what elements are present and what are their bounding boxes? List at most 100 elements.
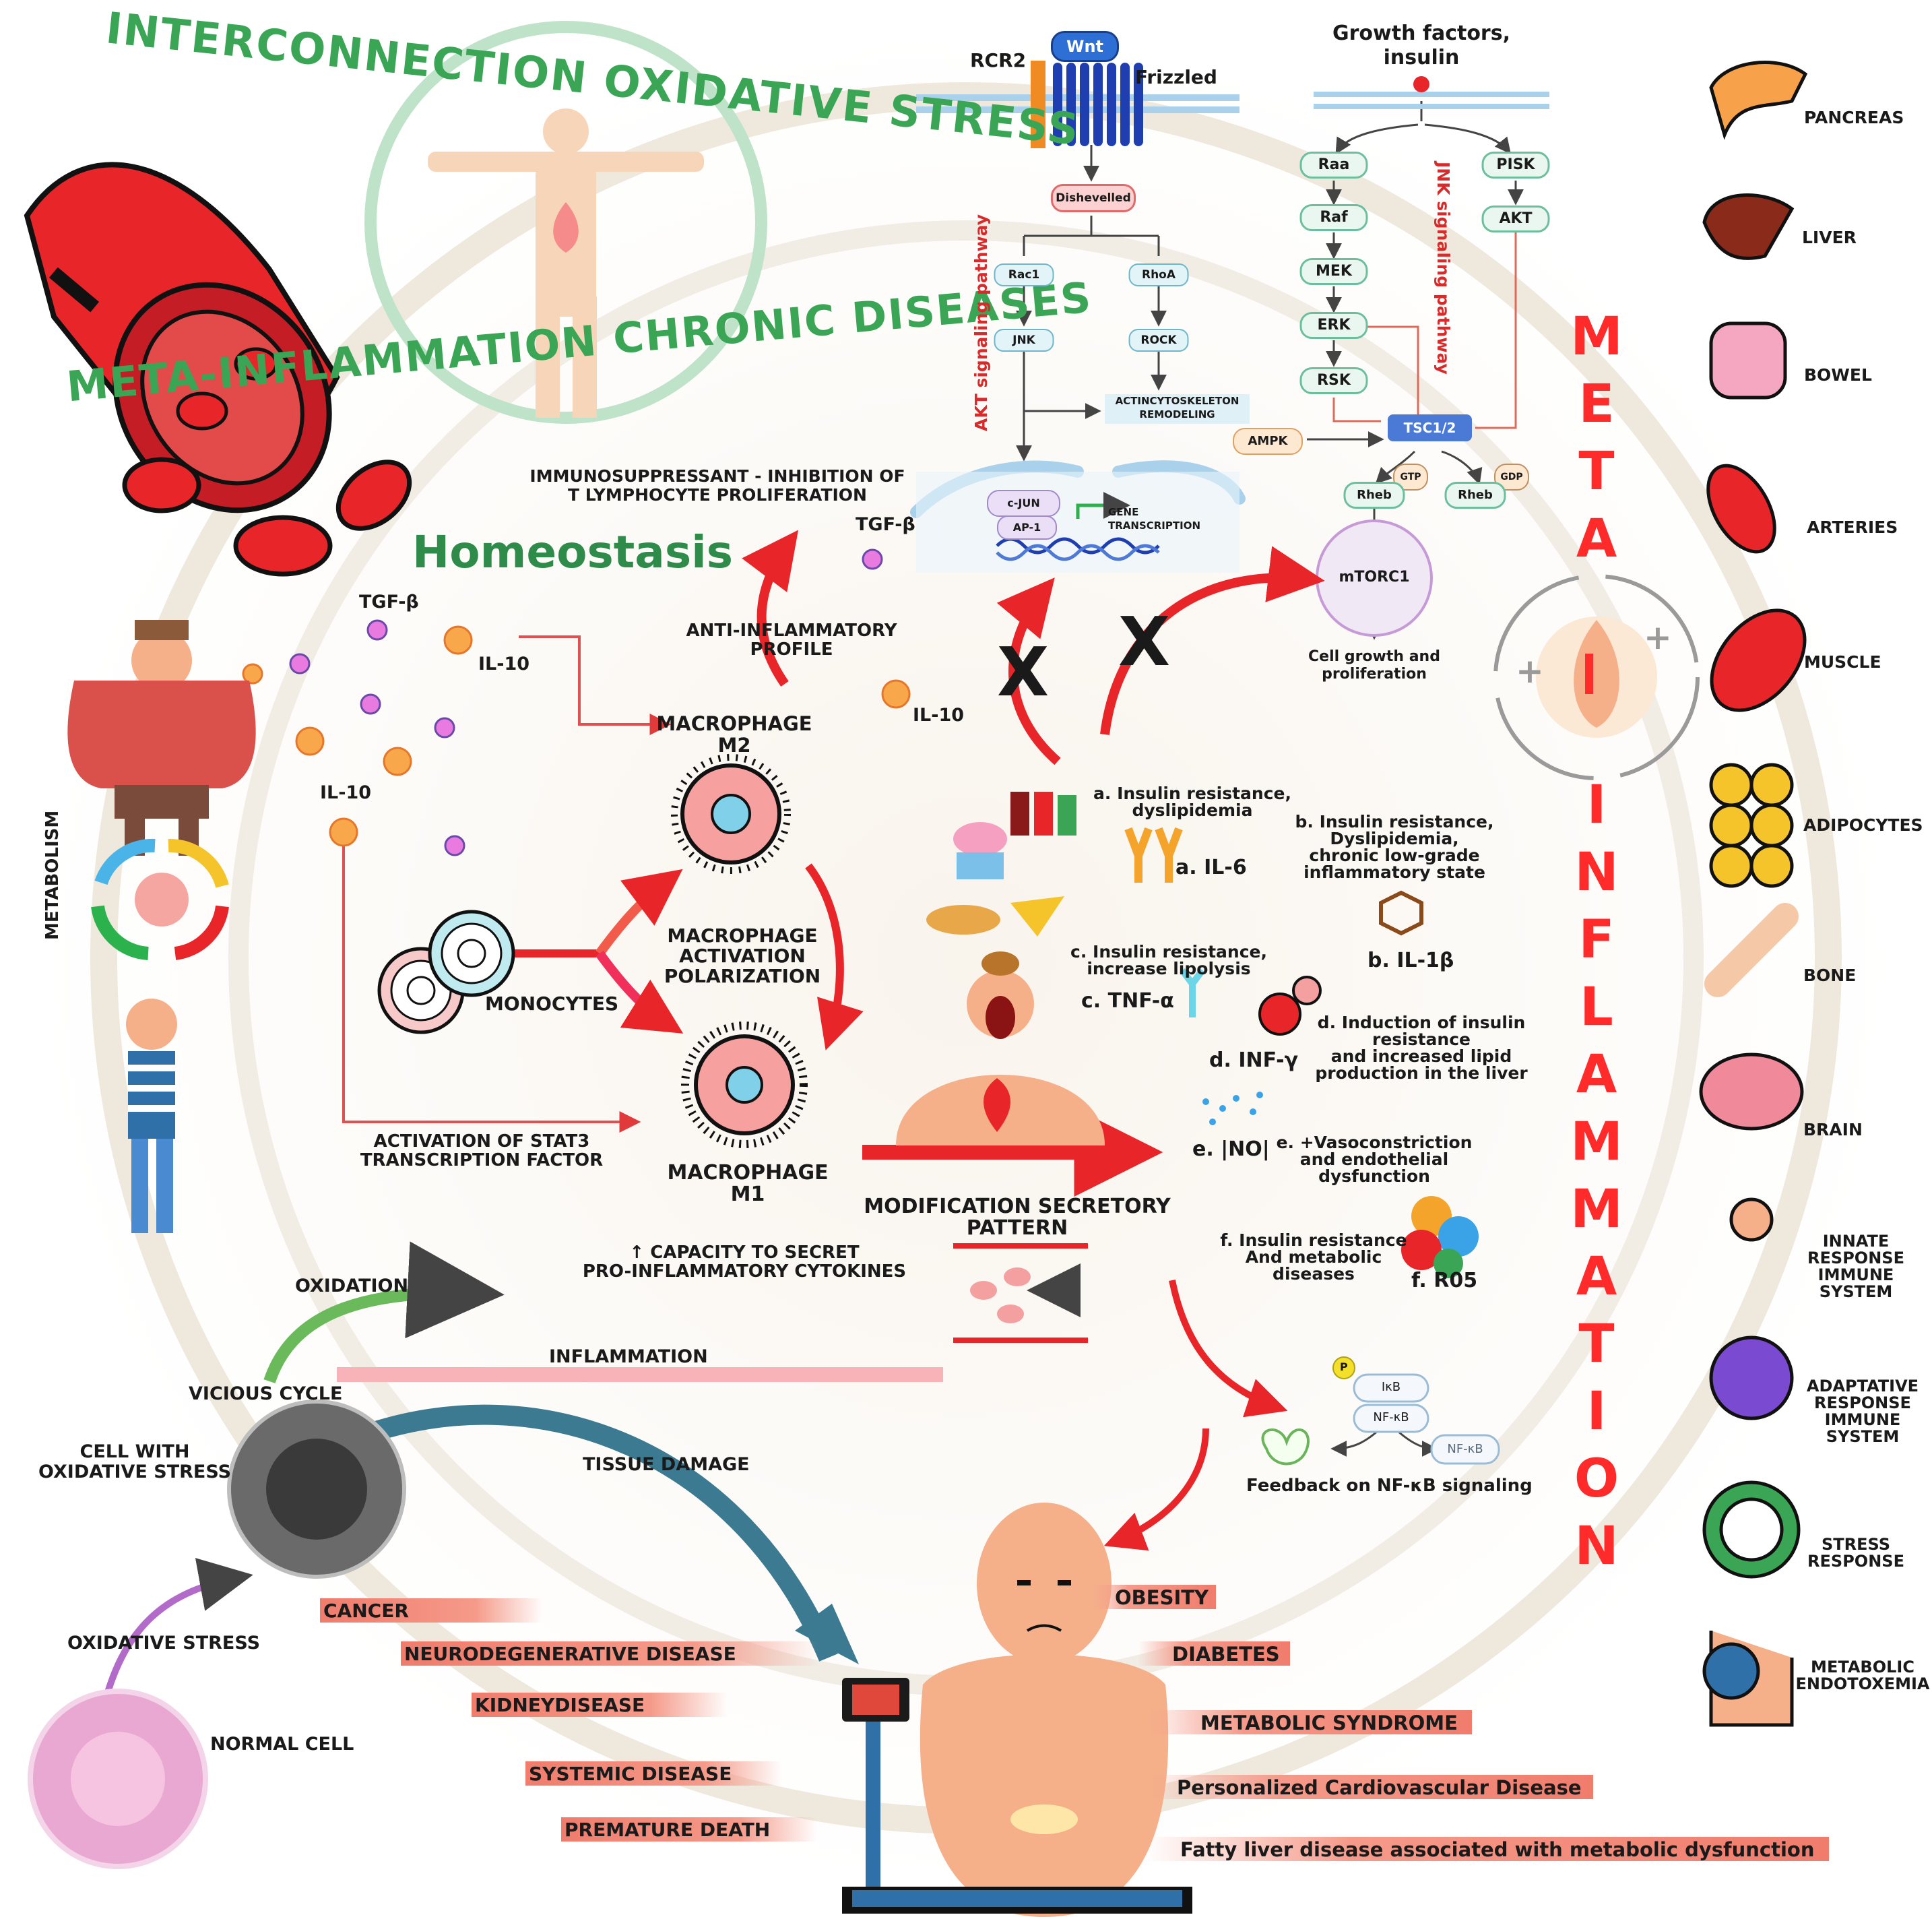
jnk-signaling-label: JNK signaling pathway bbox=[1434, 162, 1453, 375]
meta-divider bbox=[1585, 654, 1593, 694]
nfkb-complex-label: NF-κB bbox=[1373, 1410, 1409, 1424]
inflam-letter-n: N bbox=[1574, 842, 1619, 903]
organ-icons bbox=[1699, 61, 1808, 1727]
disease-premature-highlight bbox=[561, 1817, 817, 1842]
f-title-line3: diseases bbox=[1273, 1264, 1355, 1284]
meta-letter-t: T bbox=[1578, 441, 1615, 502]
raf-node: Raf bbox=[1299, 204, 1368, 231]
akt-node: AKT bbox=[1481, 206, 1550, 232]
stat3-label: ACTIVATION OF STAT3 TRANSCRIPTION FACTOR bbox=[360, 1132, 603, 1170]
il1b-label: b. IL-1β bbox=[1367, 949, 1454, 972]
innate-line1: INNATE bbox=[1822, 1232, 1890, 1251]
macrophage-activation-line2: ACTIVATION bbox=[679, 945, 806, 967]
rhoa-node: RhoA bbox=[1128, 263, 1189, 286]
macrophage-m2-label: MACROPHAGE M2 bbox=[656, 713, 812, 756]
immunosuppressant-line1: IMMUNOSUPPRESSANT - INHIBITION OF bbox=[529, 466, 905, 486]
capacity-secret-label: ↑ CAPACITY TO SECRET PRO-INFLAMMATORY CY… bbox=[583, 1243, 906, 1281]
food-icons bbox=[926, 792, 1076, 976]
raa-node: Raa bbox=[1299, 152, 1368, 179]
a-title-line2: dyslipidemia bbox=[1132, 800, 1253, 820]
disease-metabolic-syndrome: METABOLIC SYNDROME bbox=[1200, 1711, 1458, 1734]
stat3-line1: ACTIVATION OF STAT3 bbox=[373, 1131, 590, 1152]
meta-letter-a: A bbox=[1576, 509, 1617, 569]
disease-neuro-highlight bbox=[401, 1641, 818, 1666]
organ-liver-label: LIVER bbox=[1802, 228, 1857, 247]
inflam-letter-m1: M bbox=[1570, 1112, 1623, 1172]
thin-man-left bbox=[126, 999, 177, 1233]
inflam-letter-a: A bbox=[1576, 1044, 1617, 1105]
normal-cell-label: NORMAL CELL bbox=[210, 1734, 354, 1755]
macrophage-m2-line1: MACROPHAGE bbox=[656, 712, 812, 735]
wnt-ligand: Wnt bbox=[1051, 31, 1119, 62]
mtor-arrows bbox=[1307, 76, 1549, 640]
il10-label-3: IL-10 bbox=[913, 705, 965, 726]
ap1-node: AP-1 bbox=[997, 515, 1057, 540]
tgf-beta-label-left: TGF-β bbox=[359, 592, 419, 612]
frizzled-label: Frizzled bbox=[1135, 66, 1217, 88]
modification-line1: MODIFICATION SECRETORY bbox=[864, 1195, 1171, 1218]
macrophage-activation-line3: POLARIZATION bbox=[664, 965, 821, 987]
nfkb-free-label: NF-κB bbox=[1447, 1442, 1483, 1456]
d-title-line2: resistance bbox=[1372, 1030, 1471, 1049]
organ-muscle-label: MUSCLE bbox=[1804, 652, 1881, 672]
macrophage-m1-cell bbox=[681, 1022, 808, 1148]
erk-node: ERK bbox=[1299, 312, 1368, 339]
actin-label-2: REMODELING bbox=[1139, 408, 1215, 420]
inflam-letter-t: T bbox=[1578, 1314, 1615, 1375]
disease-metabolic-highlight bbox=[1145, 1710, 1472, 1734]
inhibition-x-1: X bbox=[997, 633, 1050, 712]
tgf-molecules bbox=[289, 548, 883, 856]
organ-arteries-label: ARTERIES bbox=[1807, 517, 1898, 537]
disease-systemic: SYSTEMIC DISEASE bbox=[529, 1763, 732, 1785]
il10-label-2: IL-10 bbox=[320, 782, 372, 803]
immunosuppressant-label: IMMUNOSUPPRESSANT - INHIBITION OF T LYMP… bbox=[529, 467, 905, 505]
b-title-line2: Dyslipidemia, bbox=[1330, 829, 1459, 848]
inflam-letter-l: L bbox=[1580, 977, 1613, 1038]
rac1-node: Rac1 bbox=[994, 263, 1054, 286]
actin-cytoskeleton-box: ACTINCYTOSKELETON REMODELING bbox=[1105, 394, 1250, 424]
capacity-line2: PRO-INFLAMMATORY CYTOKINES bbox=[582, 1261, 907, 1282]
f-title-line1: f. Insulin resistance bbox=[1220, 1230, 1407, 1250]
wnt-membrane bbox=[910, 61, 1246, 573]
d-title-line1: d. Induction of insulin bbox=[1317, 1013, 1526, 1032]
p-label: P bbox=[1340, 1360, 1348, 1373]
cytokine-molecules bbox=[242, 625, 911, 847]
anti-inflammatory-label: ANTI-INFLAMMATORY PROFILE bbox=[686, 621, 897, 659]
disease-diabetes-highlight bbox=[1138, 1641, 1290, 1666]
innate-line3: IMMUNE bbox=[1817, 1265, 1894, 1284]
metaflammation-cycle bbox=[1493, 574, 1700, 780]
cell-growth-line2: proliferation bbox=[1322, 666, 1427, 683]
obese-man-left bbox=[67, 620, 256, 856]
inflammation-label: INFLAMMATION bbox=[549, 1346, 708, 1367]
cytokine-e-description: e. +Vasoconstriction and endothelial dys… bbox=[1277, 1134, 1473, 1185]
organ-brain-label: BRAIN bbox=[1803, 1120, 1863, 1139]
innate-line4: SYSTEM bbox=[1819, 1282, 1893, 1301]
actin-label: ACTINCYTOSKELETON bbox=[1115, 395, 1239, 407]
disease-cardio-highlight bbox=[1145, 1775, 1593, 1799]
stat3-line2: TRANSCRIPTION FACTOR bbox=[360, 1150, 604, 1170]
cell-growth-line1: Cell growth and bbox=[1308, 648, 1440, 665]
obese-person-illustration bbox=[842, 1503, 1192, 1917]
d-title-line4: production in the liver bbox=[1315, 1063, 1528, 1083]
b-title-line4: inflammatory state bbox=[1303, 862, 1485, 882]
modification-line2: PATTERN bbox=[966, 1216, 1068, 1240]
f-title-line2: And metabolic bbox=[1245, 1247, 1382, 1267]
rheb-node-gdp: Rheb bbox=[1444, 482, 1506, 509]
organ-stress-response-label: STRESS RESPONSE bbox=[1807, 1536, 1904, 1570]
homeostasis-title: Homeostasis bbox=[412, 526, 734, 578]
nfkb-icons bbox=[1261, 1356, 1500, 1466]
inflam-letter-i2: I bbox=[1586, 1381, 1607, 1442]
cytokine-a-description: a. Insulin resistance, dyslipidemia bbox=[1093, 785, 1291, 819]
adaptative-line3: IMMUNE bbox=[1824, 1410, 1901, 1429]
mek-node: MEK bbox=[1299, 258, 1368, 285]
e-title-line1: e. +Vasoconstriction bbox=[1276, 1133, 1473, 1152]
rock-node: ROCK bbox=[1128, 329, 1189, 352]
disease-kidney: KIDNEYDISEASE bbox=[475, 1694, 645, 1716]
inflam-letter-a2: A bbox=[1576, 1247, 1617, 1307]
adaptative-line4: SYSTEM bbox=[1826, 1427, 1900, 1446]
c-title-line1: c. Insulin resistance, bbox=[1070, 942, 1267, 962]
cytokine-d-description: d. Induction of insulin resistance and i… bbox=[1315, 1014, 1527, 1081]
inflam-letter-m2: M bbox=[1570, 1179, 1623, 1240]
ikb-label: IκB bbox=[1381, 1380, 1401, 1394]
oxidative-stress-label: OXIDATIVE STRESS bbox=[67, 1633, 261, 1654]
